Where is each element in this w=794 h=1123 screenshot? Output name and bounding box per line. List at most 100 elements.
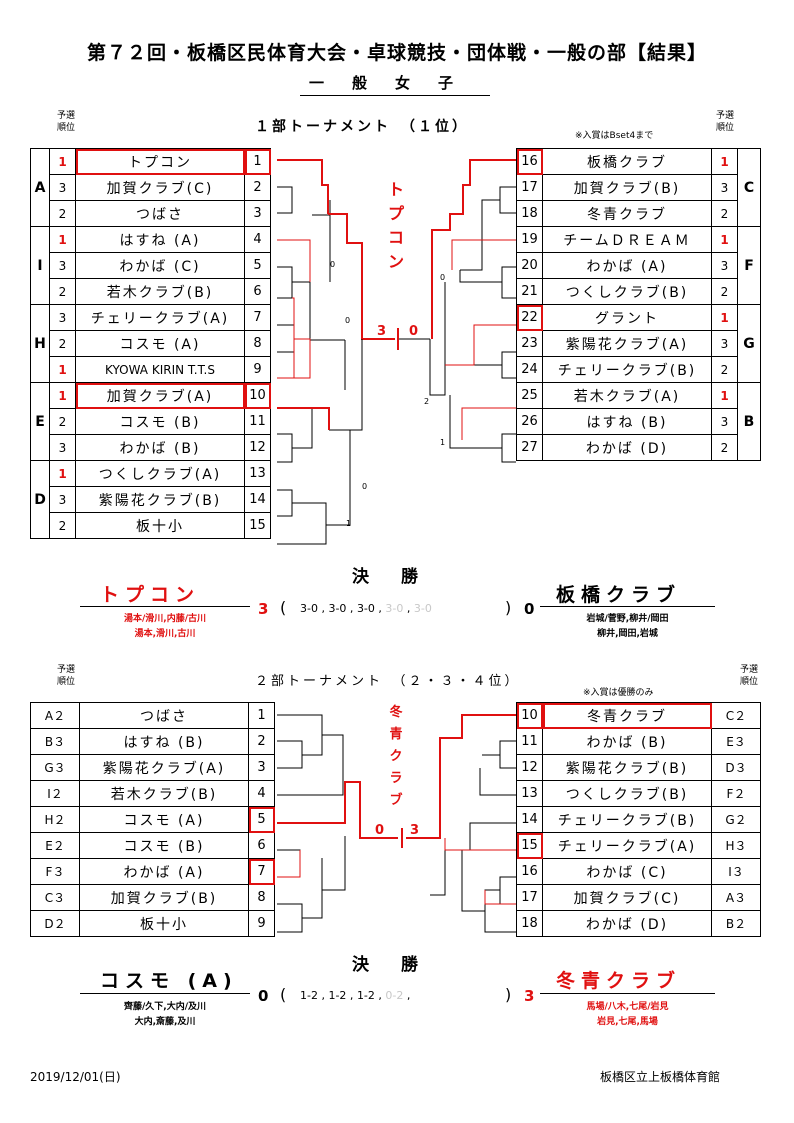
section1-champion-vertical: ト プ コ ン: [387, 180, 404, 271]
final-label: 決勝: [352, 567, 450, 587]
team-name: グラント: [542, 304, 712, 331]
draw-number: 14: [244, 486, 271, 513]
team-name: わかば (A): [79, 858, 249, 885]
draw-number: 15: [244, 512, 271, 539]
prelim-rank: 1: [711, 382, 738, 409]
prelim-rank: 2: [49, 200, 76, 227]
prelim-group-rank: D３: [711, 754, 761, 781]
draw-number: 19: [516, 226, 543, 253]
yosen-label-left-2: 予選順位: [57, 665, 76, 687]
divider: [540, 993, 715, 994]
team-name: 若木クラブ(B): [75, 278, 245, 305]
yosen-label-right-2: 予選順位: [740, 665, 759, 687]
final2-left-team: コスモ (A): [100, 970, 238, 992]
draw-number: 12: [516, 754, 543, 781]
prelim-rank: 1: [711, 226, 738, 253]
draw-number: 16: [516, 148, 543, 175]
team-name: コスモ (B): [79, 832, 249, 859]
draw-number: 4: [248, 780, 275, 807]
team-name: 紫陽花クラブ(B): [75, 486, 245, 513]
draw-number: 3: [244, 200, 271, 227]
bracket-score: 0: [440, 273, 446, 282]
draw-number: 18: [516, 200, 543, 227]
draw-number: 12: [244, 434, 271, 461]
section2-note: ※入賞は優勝のみ: [583, 688, 654, 698]
sets-open-2: (: [280, 985, 287, 1004]
section1-title: １部トーナメント （１位）: [255, 119, 469, 135]
team-name: つばさ: [75, 200, 245, 227]
prelim-group-rank: F２: [711, 780, 761, 807]
draw-number: 18: [516, 910, 543, 937]
draw-number: 17: [516, 174, 543, 201]
final-right-score: 0: [524, 600, 535, 618]
draw-number: 24: [516, 356, 543, 383]
team-name: 若木クラブ(B): [79, 780, 249, 807]
final-sets: 3-0 , 3-0 , 3-0 , 3-0 , 3-0: [300, 602, 432, 615]
team-name: 加賀クラブ(B): [79, 884, 249, 911]
prelim-group-rank: B２: [711, 910, 761, 937]
prelim-rank: 3: [49, 486, 76, 513]
draw-number: 14: [516, 806, 543, 833]
team-name: チームＤＲＥＡＭ: [542, 226, 712, 253]
divider: [80, 993, 250, 994]
team-name: コスモ (A): [75, 330, 245, 357]
draw-number: 6: [244, 278, 271, 305]
prelim-rank: 3: [711, 174, 738, 201]
draw-number: 1: [248, 702, 275, 729]
draw-number: 20: [516, 252, 543, 279]
prelim-rank: 1: [49, 382, 76, 409]
draw-number: 15: [516, 832, 543, 859]
team-name: はすね (A): [75, 226, 245, 253]
bracket-score: 2: [424, 397, 430, 406]
bracket-score: 0: [362, 482, 368, 491]
final2-sets: 1-2 , 1-2 , 1-2 , 0-2 ,: [300, 989, 411, 1002]
final-right-members: 岩城/菅野,柳井/岡田柳井,岡田,岩城: [586, 614, 669, 639]
draw-number: 17: [516, 884, 543, 911]
team-name: チェリークラブ(A): [75, 304, 245, 331]
prelim-rank: 2: [49, 278, 76, 305]
prelim-group-rank: E２: [30, 832, 80, 859]
page-subtitle: 一般女子: [300, 72, 490, 96]
sets-close: ): [505, 598, 512, 617]
draw-number: 25: [516, 382, 543, 409]
bracket-score: 0: [330, 260, 336, 269]
footer-venue: 板橋区立上板橋体育館: [600, 1070, 721, 1084]
draw-number: 8: [244, 330, 271, 357]
team-name: 加賀クラブ(A): [75, 382, 245, 409]
team-name: はすね (B): [79, 728, 249, 755]
team-name: KYOWA KIRIN T.T.S: [75, 356, 245, 383]
draw-number: 8: [248, 884, 275, 911]
team-name: チェリークラブ(B): [542, 806, 712, 833]
team-name: コスモ (B): [75, 408, 245, 435]
group-label: C: [737, 148, 761, 227]
page-title: 第７２回・板橋区民体育大会・卓球競技・団体戦・一般の部【結果】: [86, 42, 707, 64]
prelim-group-rank: B３: [30, 728, 80, 755]
yosen-label-right: 予選順位: [716, 111, 735, 133]
draw-number: 6: [248, 832, 275, 859]
